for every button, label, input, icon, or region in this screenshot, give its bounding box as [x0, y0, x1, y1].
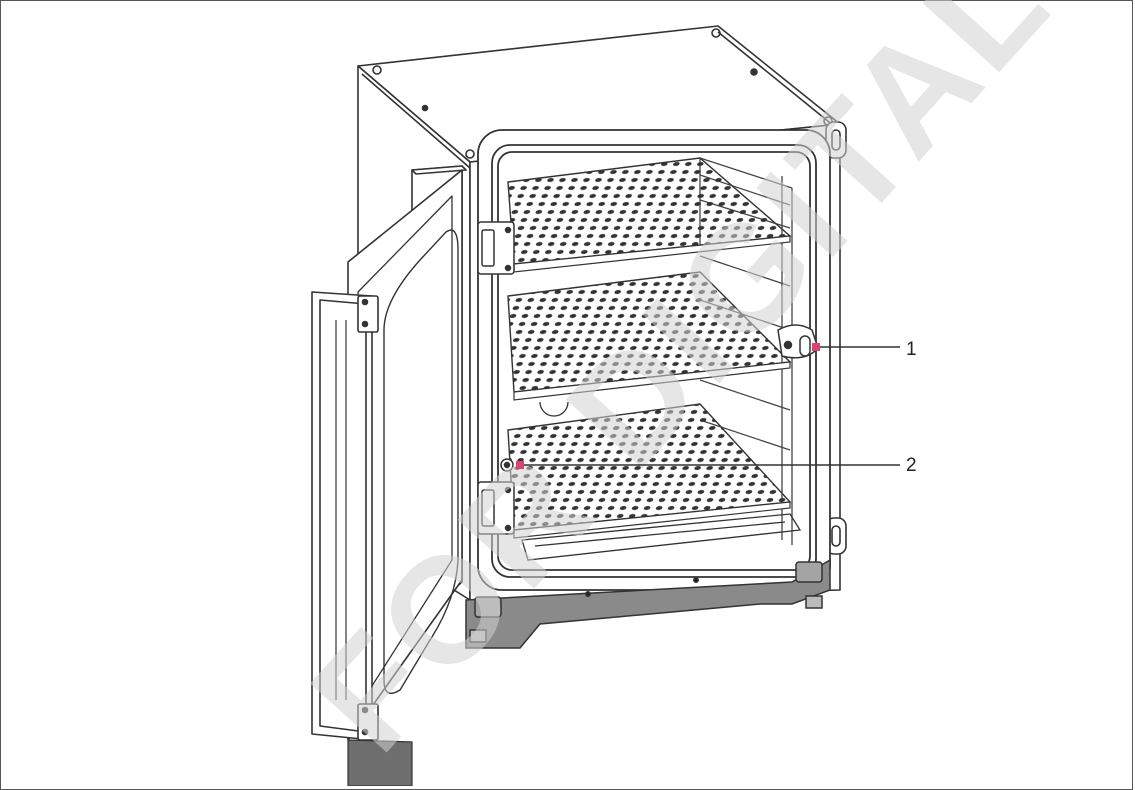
shelf-middle — [507, 271, 792, 401]
rear-port — [539, 401, 569, 417]
door-switch-icon — [500, 458, 514, 472]
side-handle-bottom — [825, 517, 847, 555]
callout-1-marker — [812, 343, 820, 351]
water-tray — [521, 513, 802, 561]
callout-2-label: 2 — [906, 455, 917, 476]
door-latch-icon — [777, 324, 819, 359]
hinge-lower — [477, 481, 515, 535]
door-gasket — [383, 229, 459, 694]
callout-2-marker — [516, 461, 524, 469]
plinth — [465, 558, 831, 649]
hinge-upper — [477, 221, 515, 275]
door-base — [347, 739, 413, 786]
side-handle-top — [825, 121, 847, 159]
shelf-bottom — [507, 403, 792, 539]
callout-leaders — [516, 343, 900, 469]
callout-1-label: 1 — [906, 339, 917, 360]
shelf-top — [507, 157, 792, 273]
door — [311, 165, 467, 741]
